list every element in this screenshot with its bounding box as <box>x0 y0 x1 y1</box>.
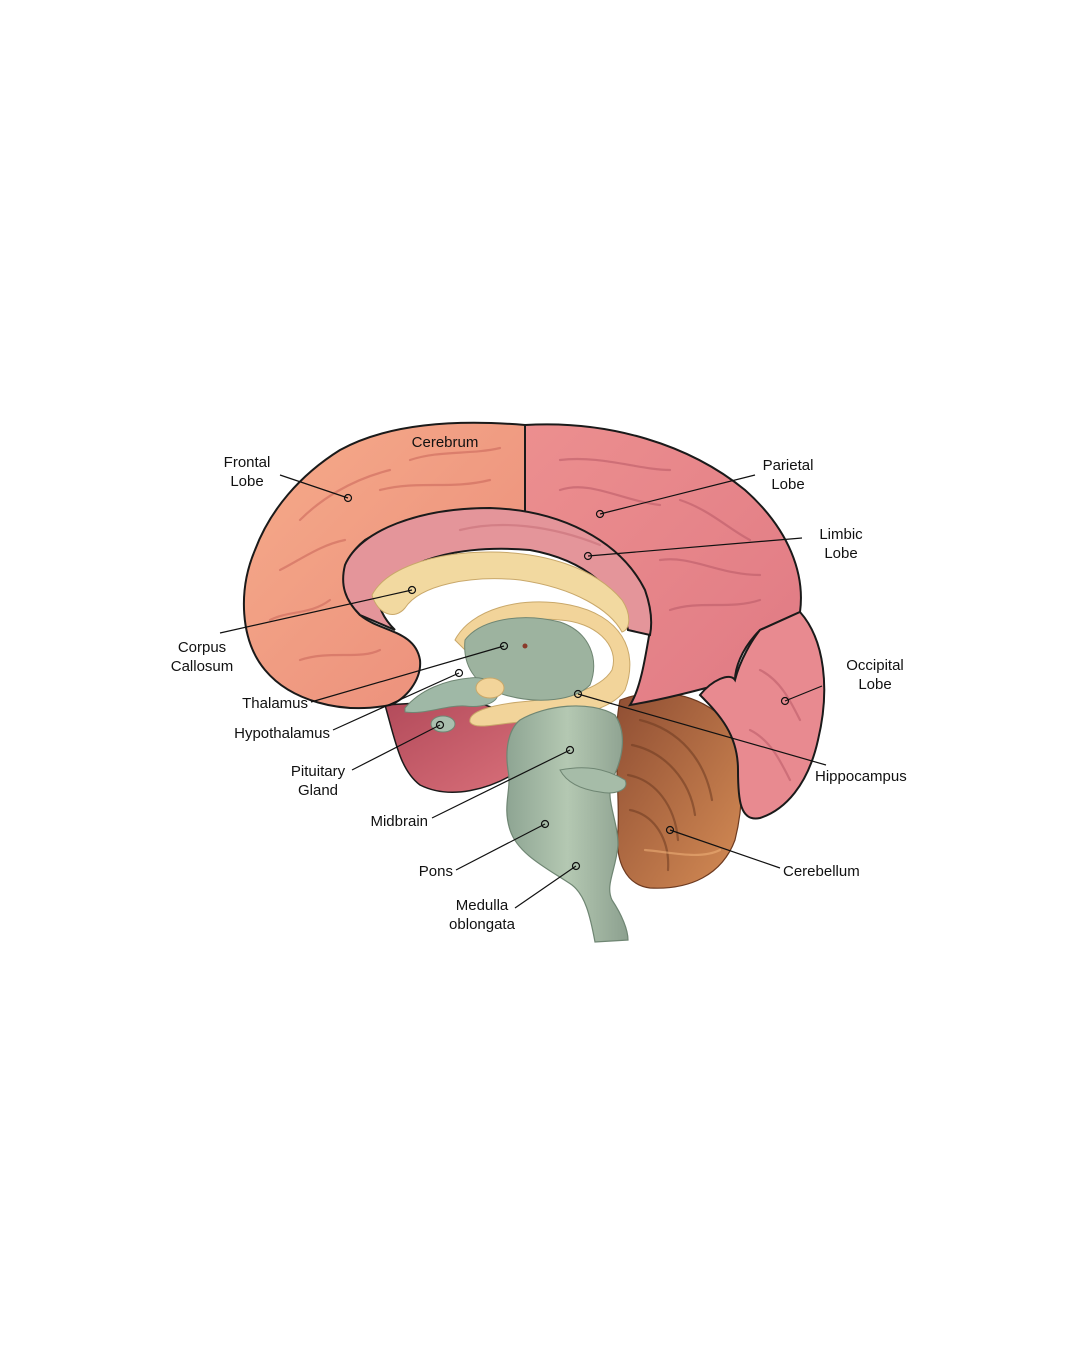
brainstem-shape <box>506 705 629 943</box>
thalamus-marker <box>522 643 528 649</box>
mammillary-body <box>475 677 505 699</box>
gyri-detail <box>268 446 802 782</box>
corpus-callosum-shape <box>371 551 630 633</box>
leader-lines <box>219 474 827 909</box>
occipital-lobe-shape <box>698 610 826 820</box>
cerebellar-peduncle <box>559 767 627 794</box>
label-hippocampus: Hippocampus <box>815 768 907 785</box>
label-thalamus: Thalamus <box>242 695 308 712</box>
fornix-shape <box>454 601 631 727</box>
label-cerebellum: Cerebellum <box>783 863 860 880</box>
label-cerebrum: Cerebrum <box>411 434 479 451</box>
label-hypothalamus: Hypothalamus <box>234 725 330 742</box>
label-midbrain: Midbrain <box>370 813 428 830</box>
leader-markers <box>343 493 790 871</box>
label-pons: Pons <box>418 863 453 880</box>
